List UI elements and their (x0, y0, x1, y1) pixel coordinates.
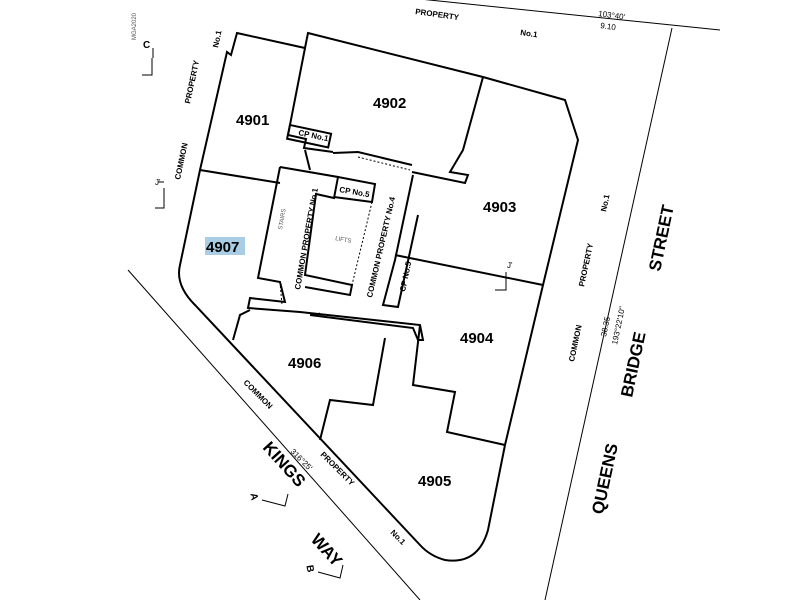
right-distance: 38.35 (599, 315, 612, 337)
dashed-line (279, 281, 321, 316)
cp1-box (285, 123, 333, 149)
top-bearing: 103°40' (598, 9, 626, 22)
property-label-top: PROPERTY (415, 7, 460, 22)
building-outline (178, 31, 580, 562)
section-j2-label: J' (507, 261, 513, 270)
lot-4901[interactable]: 4901 (236, 112, 269, 129)
lot-4903-4904-boundary (394, 254, 544, 286)
lot-4901-boundary (199, 47, 334, 184)
section-b-label: B (303, 564, 315, 573)
lot-4906[interactable]: 4906 (288, 355, 321, 372)
stairs-label: STAIRS (278, 208, 288, 230)
lot-4904-boundary (411, 324, 506, 446)
top-boundary-line (424, 0, 721, 31)
common-label-bottom: COMMON (242, 378, 275, 411)
no1-label-bottom: No.1 (389, 528, 408, 547)
no1-label-top-left: No.1 (211, 29, 224, 48)
section-c-label: C (143, 40, 150, 51)
top-distance: 9.10 (600, 21, 617, 32)
lot-4906-boundary (232, 309, 251, 341)
queens-bridge-street-line (544, 27, 673, 600)
section-j2-marker (495, 272, 507, 291)
property-label-left: PROPERTY (183, 59, 201, 105)
no1-label-top: No.1 (520, 28, 539, 39)
lifts-label: LIFTS (335, 236, 352, 245)
section-j-marker (155, 181, 165, 209)
section-b-marker (317, 564, 344, 579)
common-label-right: COMMON (567, 324, 584, 363)
core-top (304, 149, 413, 171)
lot-4905-4906-boundary (319, 337, 386, 441)
lot-4907[interactable]: 4907 (206, 239, 239, 256)
lifts-walls (279, 166, 354, 297)
mga-label: MGA2020 (132, 12, 138, 40)
street-street: STREET (645, 203, 678, 273)
section-a-label: A (247, 492, 259, 501)
cp5-vertical-label: CP No.5 (398, 260, 413, 292)
common-label-left: COMMON (173, 142, 190, 181)
section-j-label: J' (155, 178, 161, 187)
dashed-line (351, 201, 373, 286)
lot-4905[interactable]: 4905 (418, 473, 451, 490)
section-c-marker (142, 48, 154, 76)
cp5-vertical-box (381, 174, 419, 309)
street-bridge: BRIDGE (617, 330, 649, 399)
property-label-right: PROPERTY (577, 242, 595, 288)
lot-4902[interactable]: 4902 (373, 95, 406, 112)
cp5-label: CP No.5 (339, 185, 371, 199)
street-queens: QUEENS (588, 442, 622, 516)
lot-4907-highlight (205, 237, 245, 255)
right-bearing: 193°22'10" (610, 306, 627, 346)
cp5-box (333, 176, 377, 204)
kings-way-line (127, 269, 421, 600)
lot-4904[interactable]: 4904 (460, 330, 494, 347)
lot-4903[interactable]: 4903 (483, 199, 516, 216)
section-a-marker (261, 493, 289, 507)
no1-label-right: No.1 (599, 193, 612, 212)
lot-4902-boundary (411, 76, 484, 185)
dashed-line (357, 156, 411, 171)
core-bottom (246, 166, 425, 341)
